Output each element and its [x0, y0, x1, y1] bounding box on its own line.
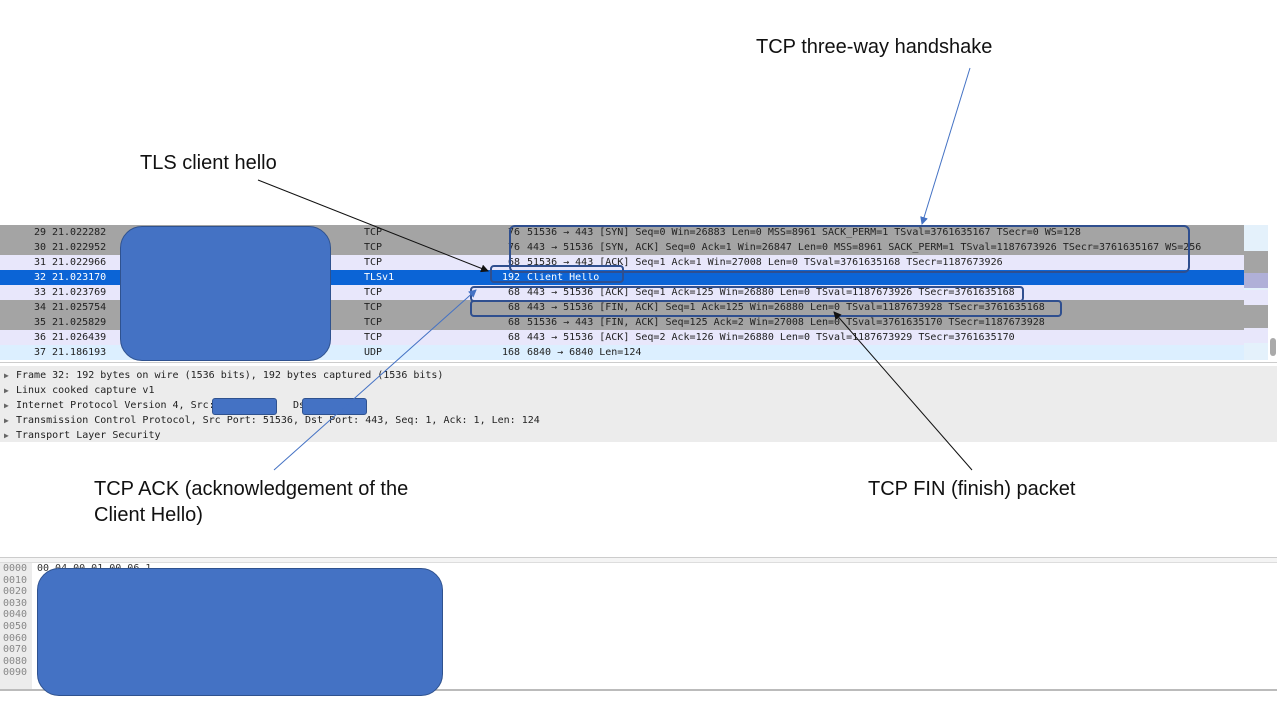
- packet-info: 443 → 51536 [FIN, ACK] Seq=1 Ack=125 Win…: [527, 302, 1045, 313]
- expand-triangle-icon[interactable]: ▶: [4, 401, 9, 410]
- pane-splitter[interactable]: [0, 557, 1277, 563]
- packet-protocol: TCP: [364, 257, 383, 268]
- hex-offset: 0040: [3, 609, 28, 621]
- expand-triangle-icon[interactable]: ▶: [4, 371, 9, 380]
- packet-no: 37: [33, 347, 46, 358]
- client-hello-highlight: [490, 265, 624, 283]
- packet-length: 68: [507, 317, 520, 328]
- packet-time: 21.022282: [52, 227, 107, 238]
- packet-no: 35: [33, 317, 46, 328]
- redaction-box: [120, 226, 331, 361]
- hex-offset: 0060: [3, 632, 28, 644]
- packet-time: 21.025829: [52, 317, 107, 328]
- client-hello-arrow: [257, 179, 489, 273]
- redaction-box: [37, 568, 443, 696]
- detail-tree-item[interactable]: ▶ Transmission Control Protocol, Src Port…: [0, 413, 1277, 428]
- packet-info: 6840 → 6840 Len=124: [527, 347, 642, 358]
- detail-text: Frame 32: 192 bytes on wire (1536 bits),…: [16, 370, 444, 381]
- hex-offset: 0030: [3, 597, 28, 609]
- packet-length: 168: [501, 347, 520, 358]
- detail-text: Transport Layer Security: [16, 430, 161, 441]
- ack-arrow: [273, 289, 477, 471]
- expand-triangle-icon[interactable]: ▶: [4, 416, 9, 425]
- packet-time: 21.023170: [52, 272, 107, 283]
- annotation-fin: TCP FIN (finish) packet: [868, 478, 1076, 500]
- packet-time: 21.025754: [52, 302, 107, 313]
- packet-no: 29: [33, 227, 46, 238]
- handshake-highlight: [509, 225, 1190, 273]
- packet-info: Client Hello: [527, 272, 600, 283]
- packet-no: 33: [33, 287, 46, 298]
- packet-no: 31: [33, 257, 46, 268]
- packet-info: 51536 → 443 [FIN, ACK] Seq=125 Ack=2 Win…: [527, 317, 1045, 328]
- annotation-ack: TCP ACK (acknowledgement of the Client H…: [94, 478, 409, 526]
- packet-info: 443 → 51536 [ACK] Seq=2 Ack=126 Win=2688…: [527, 332, 1015, 343]
- packet-protocol: TCP: [364, 332, 383, 343]
- packet-protocol: UDP: [364, 347, 383, 358]
- packet-time: 21.023769: [52, 287, 107, 298]
- packet-info: 51536 → 443 [SYN] Seq=0 Win=26883 Len=0 …: [527, 227, 1081, 238]
- handshake-arrow: [920, 67, 971, 225]
- detail-tree-item[interactable]: ▶ Transport Layer Security: [0, 428, 1277, 443]
- hex-offset: 0080: [3, 655, 28, 667]
- packet-length: 68: [507, 287, 520, 298]
- fin-highlight: [470, 300, 1062, 317]
- fin-arrow: [833, 311, 973, 471]
- packet-protocol: TCP: [364, 302, 383, 313]
- packet-protocol: TLSv1: [364, 272, 395, 283]
- packet-details-pane: ▶ Frame 32: 192 bytes on wire (1536 bits)…: [0, 366, 1277, 442]
- packet-length: 68: [507, 302, 520, 313]
- packet-length: 68: [507, 257, 520, 268]
- packet-protocol: TCP: [364, 242, 383, 253]
- packet-no: 30: [33, 242, 46, 253]
- expand-triangle-icon[interactable]: ▶: [4, 386, 9, 395]
- packet-no: 36: [33, 332, 46, 343]
- redaction-box: [212, 398, 277, 415]
- packet-time: 21.186193: [52, 347, 107, 358]
- packet-info: 443 → 51536 [SYN, ACK] Seq=0 Ack=1 Win=2…: [527, 242, 1202, 253]
- packet-length: 192: [501, 272, 520, 283]
- packet-protocol: TCP: [364, 227, 383, 238]
- packet-time: 21.026439: [52, 332, 107, 343]
- packet-protocol: TCP: [364, 287, 383, 298]
- hex-offset: 0000: [3, 563, 28, 574]
- pane-splitter[interactable]: [0, 362, 1277, 366]
- packet-info: 443 → 51536 [ACK] Seq=1 Ack=125 Win=2688…: [527, 287, 1015, 298]
- packet-protocol: TCP: [364, 317, 383, 328]
- packet-length: 76: [507, 242, 520, 253]
- packet-no: 32: [33, 272, 46, 283]
- annotation-handshake: TCP three-way handshake: [756, 36, 993, 58]
- packet-minimap[interactable]: [1244, 225, 1268, 360]
- hex-offset: 0020: [3, 586, 28, 598]
- hex-offset: 0090: [3, 667, 28, 679]
- detail-tree-item[interactable]: ▶ Frame 32: 192 bytes on wire (1536 bits)…: [0, 368, 1277, 383]
- hex-offset: 0010: [3, 574, 28, 586]
- detail-tree-item[interactable]: ▶ Linux cooked capture v1: [0, 383, 1277, 398]
- detail-text: Transmission Control Protocol, Src Port:…: [16, 415, 540, 426]
- packet-info: 51536 → 443 [ACK] Seq=1 Ack=1 Win=27008 …: [527, 257, 1003, 268]
- packet-length: 68: [507, 332, 520, 343]
- packet-length: 76: [507, 227, 520, 238]
- hex-offset: 0050: [3, 620, 28, 632]
- packet-no: 34: [33, 302, 46, 313]
- annotation-client-hello: TLS client hello: [140, 152, 277, 174]
- expand-triangle-icon[interactable]: ▶: [4, 431, 9, 440]
- hex-offset: 0070: [3, 644, 28, 656]
- packet-time: 21.022966: [52, 257, 107, 268]
- detail-text: Linux cooked capture v1: [16, 385, 155, 396]
- packet-time: 21.022952: [52, 242, 107, 253]
- packet-list-scrollbar[interactable]: [1270, 338, 1276, 356]
